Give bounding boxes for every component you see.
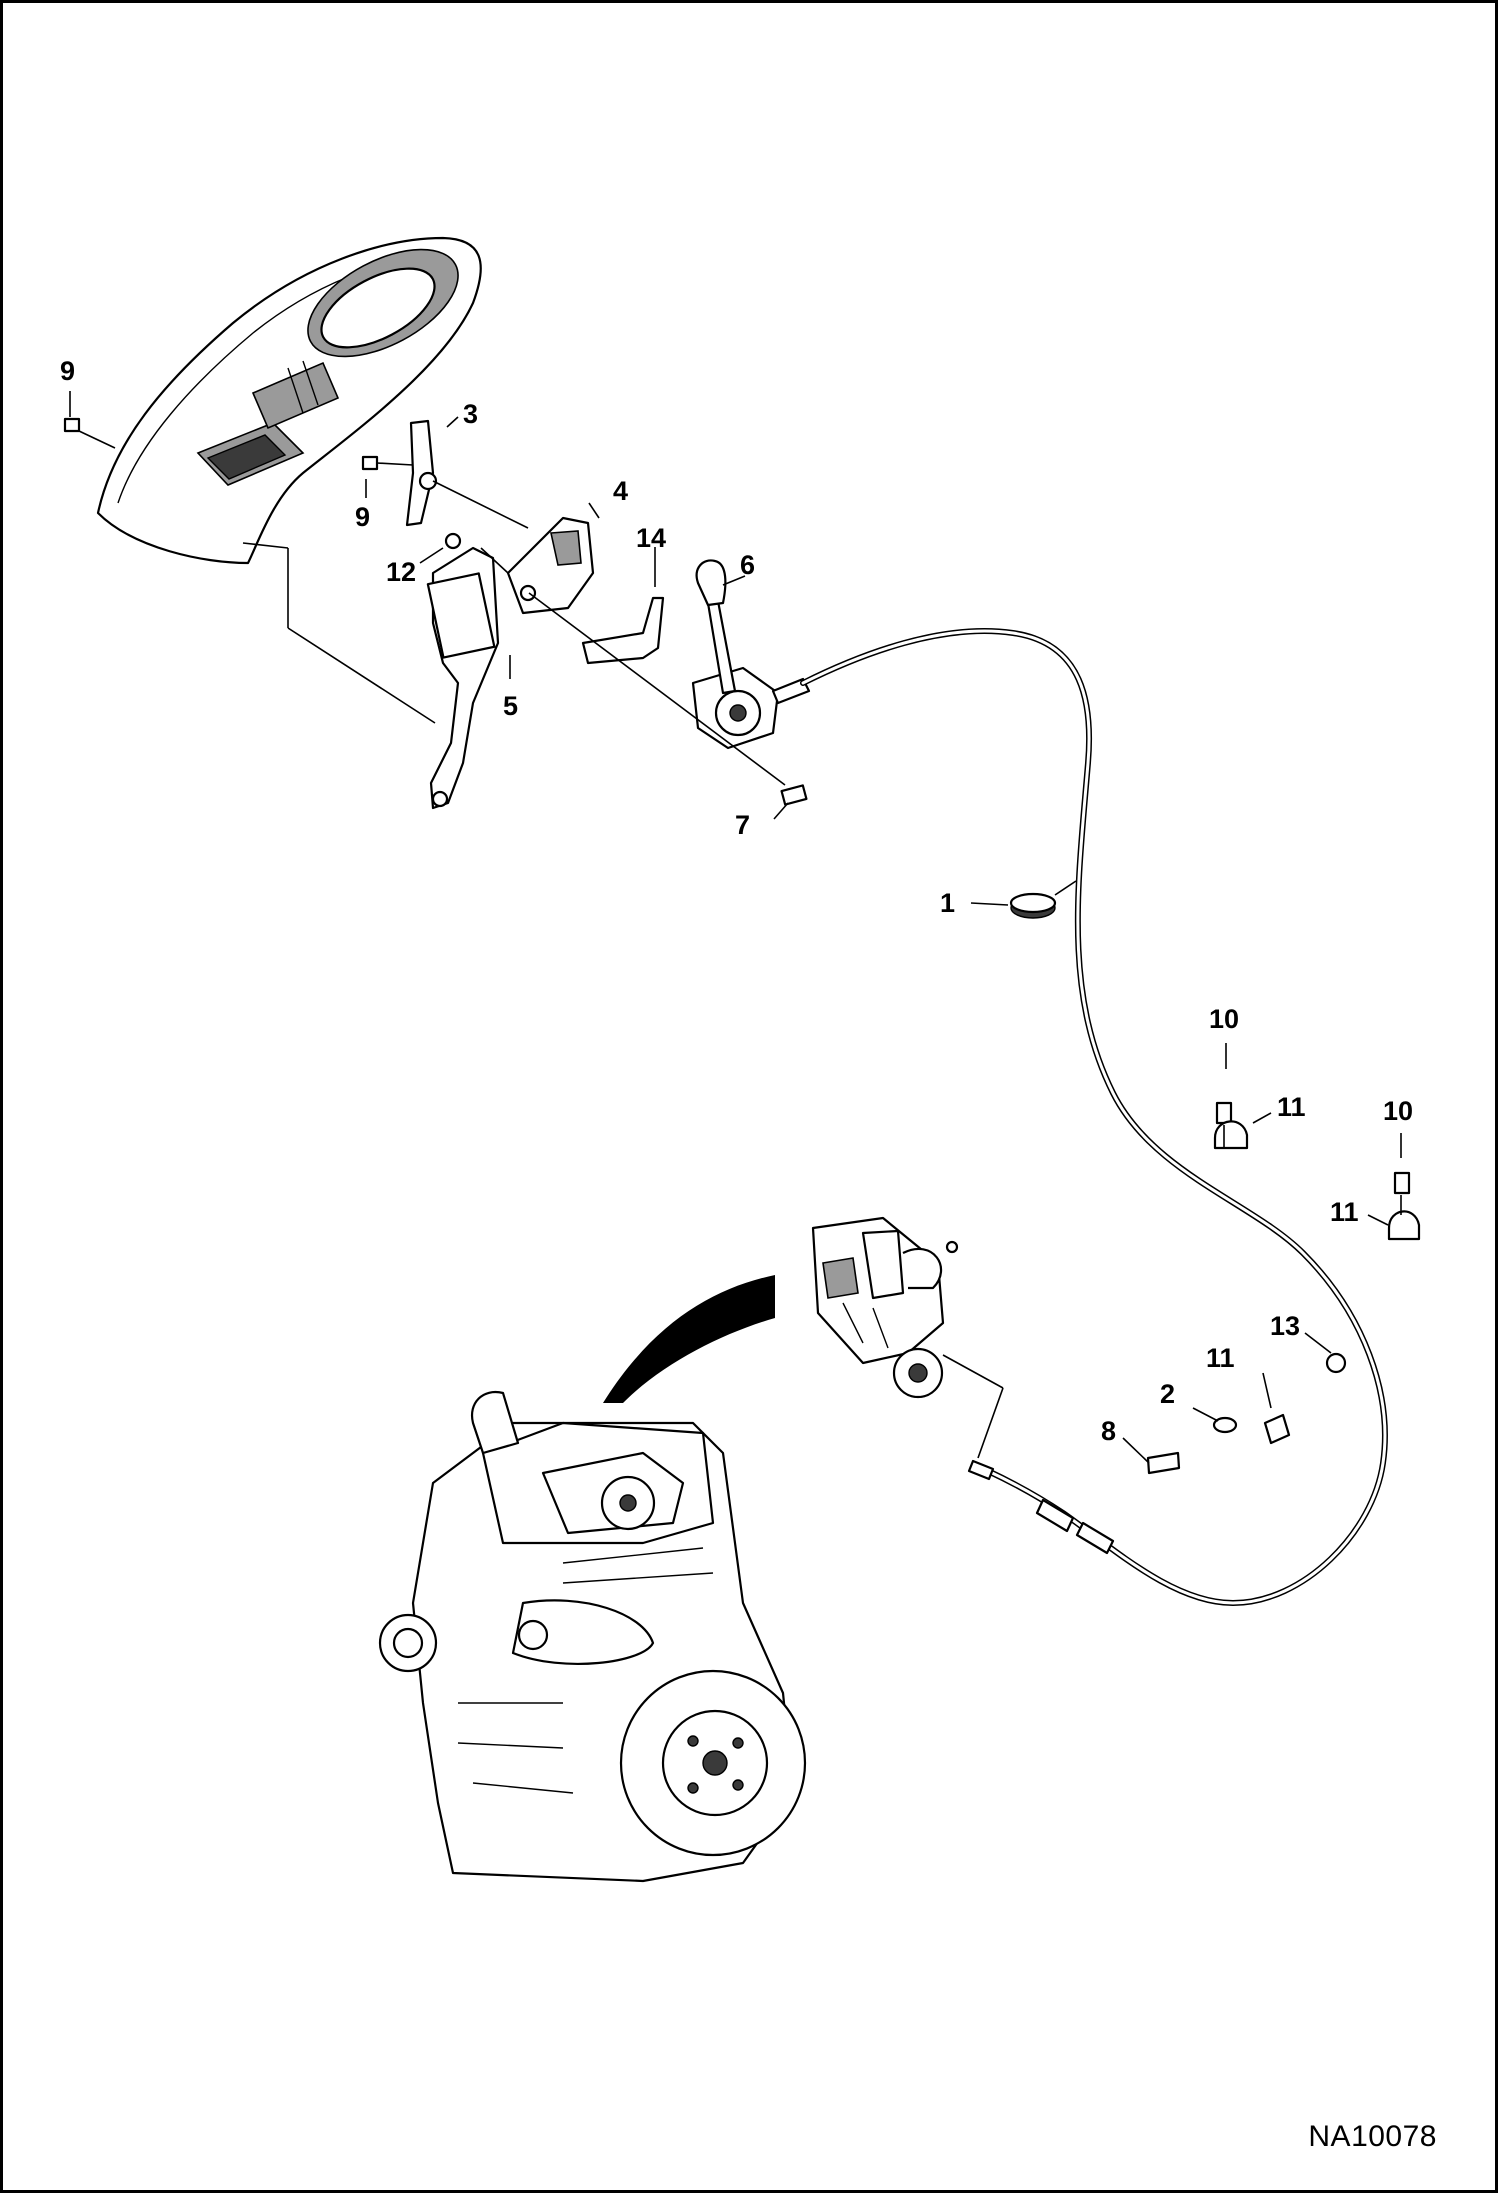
bracket-assembly xyxy=(405,419,665,810)
engine xyxy=(378,1390,807,1883)
figure-id: NA10078 xyxy=(1308,2120,1437,2153)
throttle-cable xyxy=(800,628,1388,1607)
detail-pointer-arrow xyxy=(603,1275,775,1403)
callout-5: 5 xyxy=(503,691,518,721)
callout-1: 1 xyxy=(940,888,955,918)
callout-3: 3 xyxy=(463,399,478,429)
callout-11: 11 xyxy=(1330,1197,1359,1227)
callout-9: 9 xyxy=(60,356,75,386)
callout-14: 14 xyxy=(636,523,666,553)
parts-diagram: 9 3 4 9 12 14 6 5 7 1 10 11 10 11 13 11 … xyxy=(60,236,1421,1883)
callout-7: 7 xyxy=(735,810,750,840)
callouts: 9 3 4 9 12 14 6 5 7 1 10 11 10 11 13 11 … xyxy=(60,356,1413,1446)
governor-detail xyxy=(811,1216,959,1399)
callout-9: 9 xyxy=(355,502,370,532)
callout-10: 10 xyxy=(1209,1004,1239,1034)
callout-2: 2 xyxy=(1160,1379,1175,1409)
callout-4: 4 xyxy=(613,476,628,506)
hardware xyxy=(63,417,1421,1475)
throttle-lever xyxy=(691,559,811,750)
callout-10: 10 xyxy=(1383,1096,1413,1126)
callout-11: 11 xyxy=(1206,1343,1235,1373)
callout-11: 11 xyxy=(1277,1092,1306,1122)
callout-8: 8 xyxy=(1101,1416,1116,1446)
console-panel xyxy=(96,236,482,565)
leader-lines xyxy=(69,391,1402,1464)
callout-12: 12 xyxy=(386,557,416,587)
callout-6: 6 xyxy=(740,550,755,580)
callout-13: 13 xyxy=(1270,1311,1300,1341)
